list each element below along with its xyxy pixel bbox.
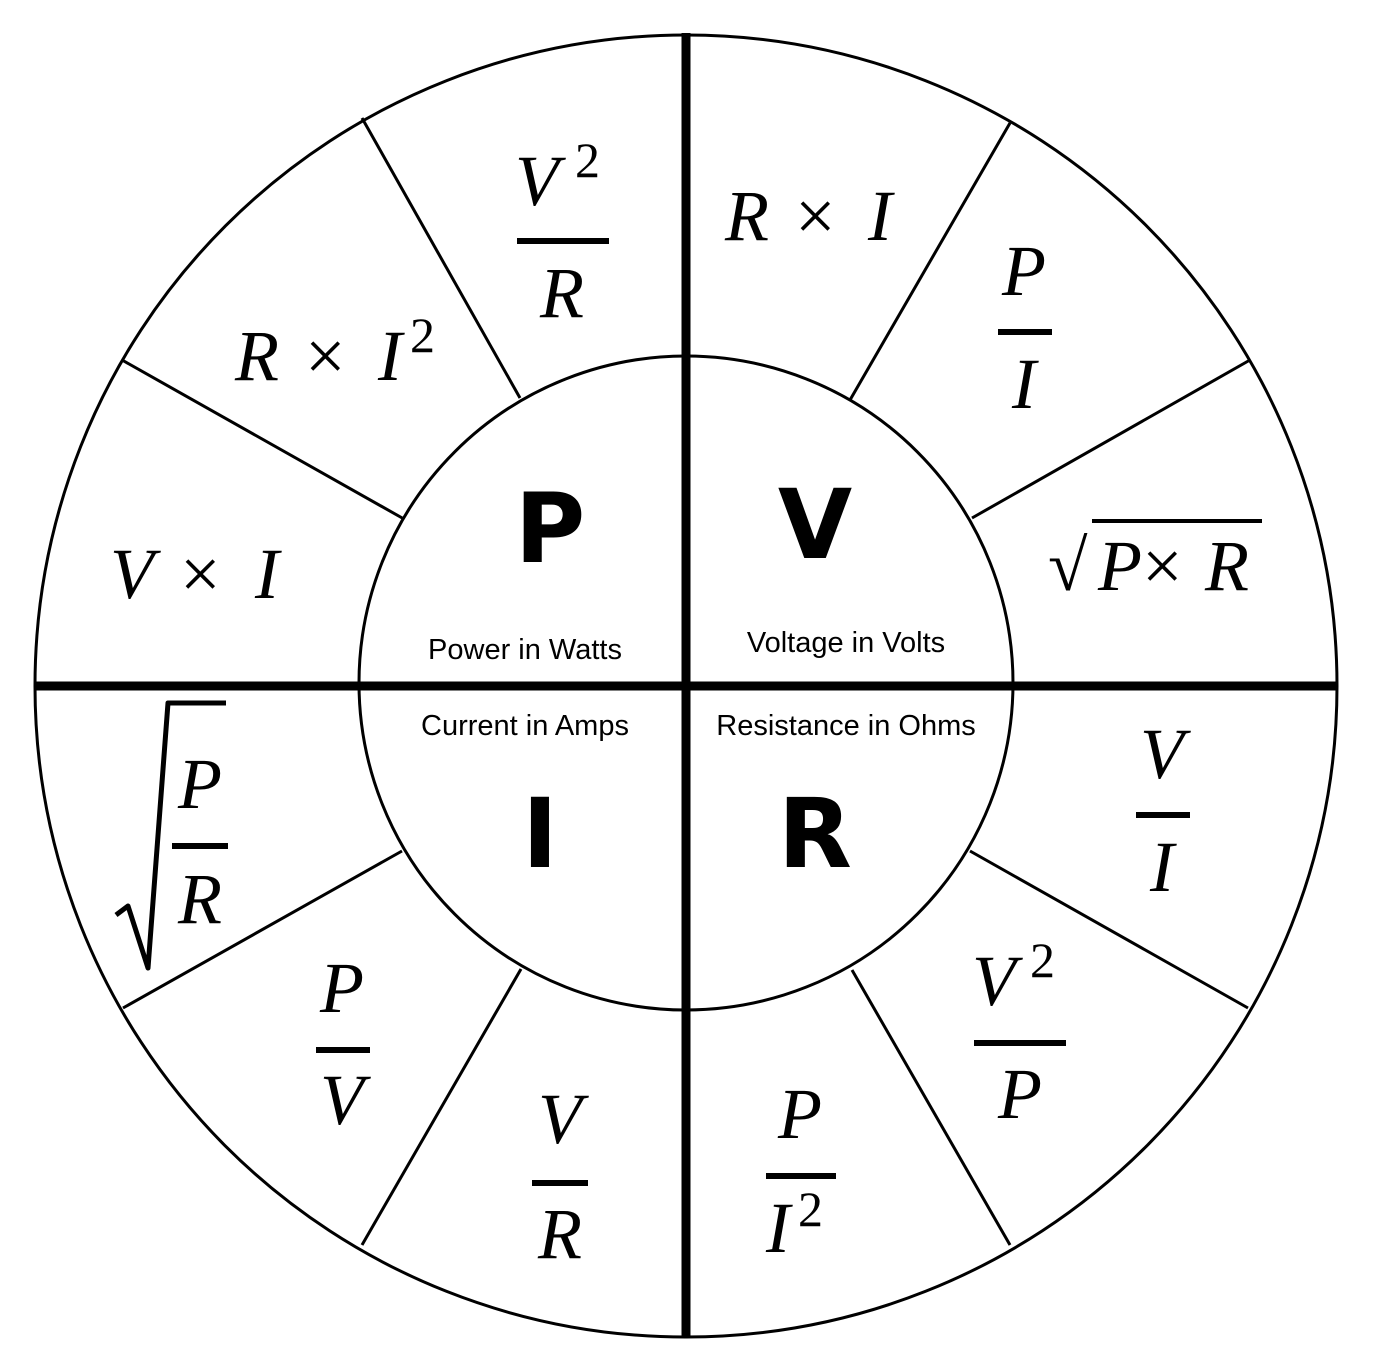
numerator: V: [972, 941, 1023, 1021]
current-caption: Current in Amps: [421, 710, 629, 742]
term: I: [254, 534, 282, 614]
denominator: V: [320, 1060, 371, 1140]
divider-p-1: [360, 117, 522, 399]
numerator: P: [177, 744, 222, 824]
term: R: [234, 316, 279, 396]
voltage-symbol: V: [778, 469, 852, 581]
power-symbol: P: [515, 473, 585, 585]
numerator: V: [538, 1079, 589, 1159]
exponent: 2: [410, 307, 435, 363]
term: P: [1097, 526, 1142, 606]
term: V: [110, 534, 161, 614]
operator: ×: [180, 534, 221, 614]
term: R: [1204, 526, 1249, 606]
numerator: V: [515, 141, 566, 221]
formula-i-v-over-r: V R: [532, 1079, 589, 1274]
formula-v-r-times-i: R × I: [724, 176, 895, 256]
denominator: R: [539, 253, 584, 333]
divider-v-2: [971, 358, 1251, 520]
power-caption: Power in Watts: [428, 634, 622, 666]
divider-i-1: [122, 849, 403, 1010]
formula-v-sqrt-p-times-r: √ P × R: [1048, 519, 1262, 606]
operator: ×: [1142, 526, 1183, 606]
formula-r-v-over-i: V I: [1136, 714, 1191, 907]
formula-r-v-squared-over-p: V 2 P: [972, 932, 1066, 1134]
operator: ×: [795, 176, 836, 256]
denominator: R: [537, 1194, 582, 1274]
numerator: P: [1001, 231, 1046, 311]
voltage-caption: Voltage in Volts: [747, 627, 945, 659]
divider-v-1: [848, 122, 1012, 401]
formula-i-sqrt-p-over-r: P R: [114, 700, 228, 971]
numerator: V: [1140, 714, 1191, 794]
operator: ×: [305, 316, 346, 396]
exponent: 2: [575, 132, 600, 188]
divider-i-2: [360, 968, 523, 1246]
divider-p-2: [121, 358, 405, 521]
current-symbol: I: [522, 778, 558, 890]
divider-r-1: [969, 849, 1249, 1010]
numerator: P: [777, 1074, 822, 1154]
numerator: P: [319, 948, 364, 1028]
term: R: [724, 176, 769, 256]
resistance-caption: Resistance in Ohms: [716, 710, 976, 742]
radical-sign: [114, 700, 226, 971]
denominator: I: [1011, 344, 1039, 424]
formula-p-r-times-i-squared: R × I 2: [234, 307, 435, 396]
denominator: I: [1149, 827, 1177, 907]
divider-r-2: [850, 969, 1012, 1246]
formula-i-p-over-v: P V: [316, 948, 371, 1140]
formula-r-p-over-i-squared: P I 2: [765, 1074, 836, 1268]
radical-sign: √: [1048, 526, 1088, 606]
formula-p-v-times-i: V × I: [110, 534, 282, 614]
exponent: 2: [1030, 932, 1055, 988]
formula-p-v-squared-over-r: V 2 R: [515, 132, 609, 333]
term: I: [377, 316, 405, 396]
resistance-symbol: R: [778, 778, 852, 890]
term: I: [867, 176, 895, 256]
exponent: 2: [798, 1181, 823, 1237]
denominator: P: [997, 1054, 1042, 1134]
denominator: I: [765, 1188, 793, 1268]
formula-v-p-over-i: P I: [998, 231, 1052, 424]
denominator: R: [177, 859, 222, 939]
